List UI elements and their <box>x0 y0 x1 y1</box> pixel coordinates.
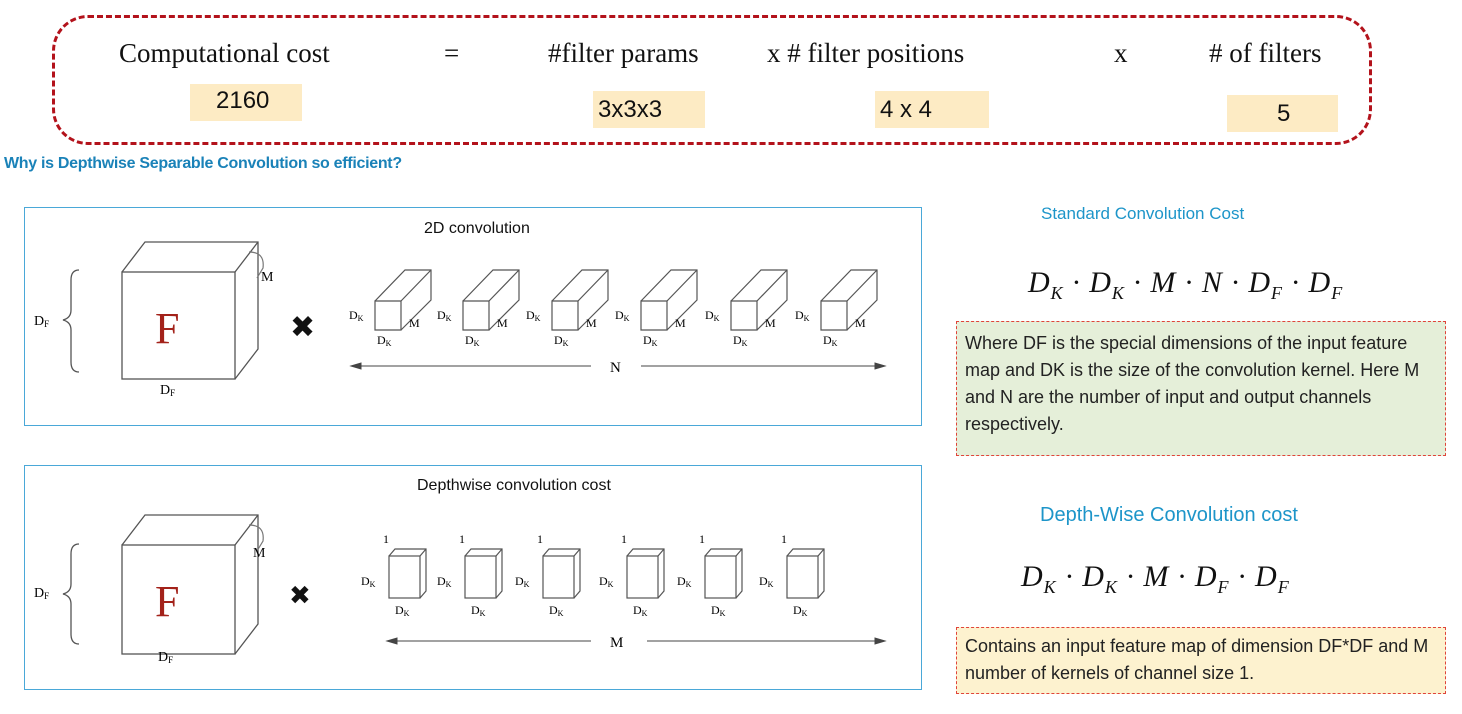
cost-value: 2160 <box>190 84 302 121</box>
dk-label-bottom: DK <box>793 603 808 618</box>
m-label-cube: M <box>261 270 274 285</box>
brace-df <box>62 543 80 645</box>
dk-label-bottom: DK <box>395 603 410 618</box>
feature-letter: F <box>155 577 179 626</box>
count-label-m: M <box>610 635 623 651</box>
question-heading: Why is Depthwise Separable Convolution s… <box>4 155 402 172</box>
filter-positions-label: x # filter positions <box>767 38 965 68</box>
times-sign: x <box>1114 38 1128 68</box>
standard-convolution-diagram: DF M F DF ✖ DKDKMDKDKMDKDKMDKDKMDKDKMDKD… <box>34 241 887 398</box>
m-label-kernel: M <box>675 316 686 330</box>
filter-params-label: #filter params <box>548 38 699 68</box>
kernel-filter <box>462 269 520 331</box>
kernel-filter <box>626 548 665 599</box>
kernel-group: DK DK M DK DK M DK DK M DK DK M DK DK M DK DK M <box>349 269 878 348</box>
depthwise-convolution-panel: Depthwise convolution cost DF M F DF ✖ D… <box>24 465 922 690</box>
m-label-cube: M <box>253 546 266 561</box>
dk-label-side: DK <box>515 574 530 589</box>
kernel-filter <box>542 548 581 599</box>
kernel-filter <box>820 269 878 331</box>
dk-label-bottom: DK <box>554 333 569 348</box>
one-label: 1 <box>621 532 627 546</box>
kernel-filter <box>786 548 825 599</box>
cost-label: Computational cost <box>119 38 330 68</box>
standard-cost-equation: DK · DK · M · N · DF · DF <box>1028 266 1344 303</box>
formula-box <box>52 15 1372 145</box>
m-label-kernel: M <box>765 316 776 330</box>
dk-label-bottom: DK <box>643 333 658 348</box>
depthwise-cost-title: Depth-Wise Convolution cost <box>1040 504 1298 526</box>
standard-cost-title: Standard Convolution Cost <box>1041 204 1245 223</box>
feature-map-cube <box>121 514 259 655</box>
dk-label-bottom: DK <box>733 333 748 348</box>
m-label-kernel: M <box>586 316 597 330</box>
filters-value: 5 <box>1227 95 1338 132</box>
dk-label-bottom: DK <box>377 333 392 348</box>
one-label: 1 <box>781 532 787 546</box>
kernel-filter <box>640 269 698 331</box>
m-label-kernel: M <box>497 316 508 330</box>
dk-label-side: DK <box>361 574 376 589</box>
channel-arc <box>248 524 264 552</box>
m-label-kernel: M <box>409 316 420 330</box>
df-label-bottom: DF <box>158 650 173 665</box>
positions-value: 4 x 4 <box>875 91 989 128</box>
kernel-filter <box>388 548 427 599</box>
dk-label-side: DK <box>526 308 541 323</box>
dk-label-bottom: DK <box>711 603 726 618</box>
kernel-filter <box>704 548 743 599</box>
multiply-icon: ✖ <box>289 581 311 610</box>
dk-label-side: DK <box>759 574 774 589</box>
df-label-left: DF <box>34 586 49 601</box>
dk-label-bottom: DK <box>633 603 648 618</box>
one-label: 1 <box>459 532 465 546</box>
dk-label-side: DK <box>437 308 452 323</box>
kernel-group: DK DK 1DK DK 1DK DK 1DK DK 1DK DK 1DK DK 1 <box>361 532 825 618</box>
count-arrow <box>349 362 887 370</box>
kernel-filter <box>464 548 503 599</box>
dk-label-side: DK <box>795 308 810 323</box>
depthwise-cost-equation: DK · DK · M · DF · DF <box>1021 560 1290 597</box>
one-label: 1 <box>383 532 389 546</box>
depthwise-convolution-diagram: DF M F DF ✖ DKDK1DKDK1DKDK1DKDK1DKDK1DKD… <box>34 514 887 665</box>
dk-label-side: DK <box>437 574 452 589</box>
multiply-icon: ✖ <box>290 311 315 344</box>
num-filters-label: # of filters <box>1209 38 1322 68</box>
panel-title: Depthwise convolution cost <box>417 477 611 494</box>
params-value: 3x3x3 <box>593 91 705 128</box>
dk-label-side: DK <box>677 574 692 589</box>
one-label: 1 <box>699 532 705 546</box>
dk-label-bottom: DK <box>549 603 564 618</box>
df-label-left: DF <box>34 314 49 329</box>
m-label-kernel: M <box>855 316 866 330</box>
standard-cost-note: Where DF is the special dimensions of th… <box>956 321 1446 456</box>
depthwise-cost-note: Contains an input feature map of dimensi… <box>956 627 1446 694</box>
dk-label-bottom: DK <box>471 603 486 618</box>
df-label-bottom: DF <box>160 383 175 398</box>
dk-label-side: DK <box>615 308 630 323</box>
feature-map-cube <box>121 241 259 380</box>
count-label-n: N <box>610 360 621 376</box>
equals-sign: = <box>444 38 460 68</box>
dk-label-bottom: DK <box>465 333 480 348</box>
panel-title: 2D convolution <box>424 220 530 237</box>
kernel-filter <box>730 269 788 331</box>
kernel-filter <box>374 269 432 331</box>
dk-label-side: DK <box>705 308 720 323</box>
brace-df <box>62 269 80 373</box>
dk-label-bottom: DK <box>823 333 838 348</box>
dk-label-side: DK <box>599 574 614 589</box>
channel-arc <box>248 251 264 279</box>
one-label: 1 <box>537 532 543 546</box>
dk-label-side: DK <box>349 308 364 323</box>
feature-letter: F <box>155 304 179 353</box>
kernel-filter <box>551 269 609 331</box>
count-arrow <box>385 637 887 645</box>
